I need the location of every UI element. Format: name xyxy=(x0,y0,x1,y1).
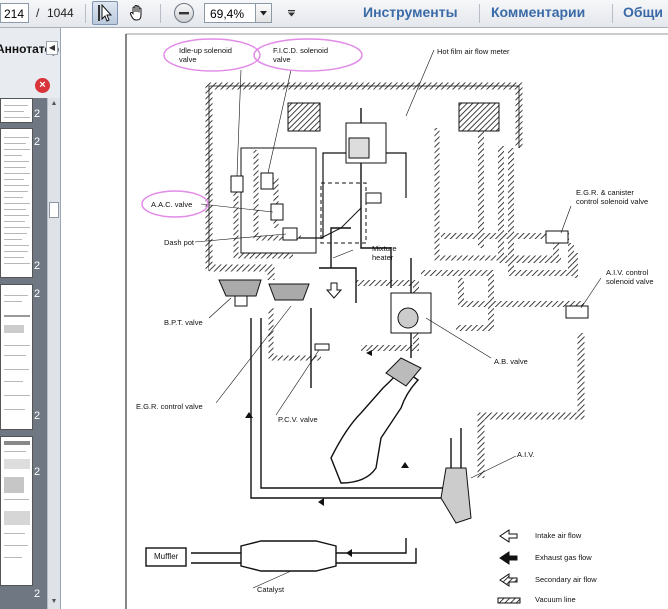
share-menu[interactable]: Общи xyxy=(623,4,663,20)
egr-canister-solenoid xyxy=(545,230,569,244)
label-ficd-solenoid: F.I.C.D. solenoid valve xyxy=(273,46,329,64)
page-number-label: 2 xyxy=(34,288,41,300)
sidebar-header: Аннотатор... xyxy=(0,40,60,58)
exhaust-flow-arrow xyxy=(318,498,324,506)
document-page: Idle-up solenoid valve F.I.C.D. solenoid… xyxy=(61,28,668,609)
chevron-down-icon xyxy=(260,10,267,15)
label-ab-valve: A.B. valve xyxy=(494,357,528,366)
page-number-label: 2 xyxy=(34,410,41,422)
air-duct-box xyxy=(458,102,500,132)
scroll-up-icon[interactable]: ▲ xyxy=(50,100,58,107)
hand-tool-button[interactable] xyxy=(124,1,150,25)
vacuum-hose-diagram xyxy=(125,33,668,609)
tools-menu[interactable]: Инструменты xyxy=(363,4,458,20)
label-hot-film-meter: Hot film air flow meter xyxy=(437,47,510,56)
label-aiv: A.I.V. xyxy=(517,450,535,459)
legend-vacuum-line: Vacuum line xyxy=(535,595,576,604)
hand-icon xyxy=(129,4,142,21)
page-thumbnail[interactable] xyxy=(0,98,33,123)
legend-symbols xyxy=(497,529,521,604)
page-number-label: 2 xyxy=(34,260,41,272)
page-total: 1044 xyxy=(47,6,74,20)
air-cleaner-box xyxy=(287,102,321,132)
idle-up-solenoid xyxy=(230,175,244,193)
toolbar: 214 / 1044 69,4% Инструменты Комментарии… xyxy=(0,0,668,28)
page-number-label: 2 xyxy=(34,136,41,148)
highlight-idle-up xyxy=(163,38,261,72)
toolbar-divider xyxy=(160,4,161,23)
legend-secondary-air: Secondary air flow xyxy=(535,575,597,584)
catalyst-body xyxy=(240,540,337,572)
highlight-aac xyxy=(141,190,209,218)
label-catalyst: Catalyst xyxy=(257,585,285,594)
bpt-valve xyxy=(218,279,262,297)
cursor-arrow-icon xyxy=(98,4,112,22)
zoom-out-button[interactable] xyxy=(171,1,197,25)
label-aiv-control-solenoid: A.I.V. control solenoid valve xyxy=(606,268,654,286)
egr-valve xyxy=(268,283,310,301)
label-muffler: Muffler xyxy=(154,552,179,561)
close-icon[interactable]: × xyxy=(35,78,50,93)
label-egr-control-valve: E.G.R. control valve xyxy=(136,402,203,411)
page-thumbnail[interactable] xyxy=(0,436,33,586)
scroll-down-icon[interactable]: ▼ xyxy=(50,598,58,605)
zoom-level-input[interactable]: 69,4% xyxy=(204,3,256,23)
label-dash-pot: Dash pot xyxy=(164,238,195,247)
pcv-valve xyxy=(314,343,330,351)
mixture-heater-box xyxy=(320,182,367,244)
throttle-chamber xyxy=(240,147,317,254)
page-number-input[interactable]: 214 xyxy=(0,3,29,23)
zoom-dropdown-button[interactable] xyxy=(256,3,272,23)
page-number-label: 2 xyxy=(34,588,41,600)
intake-manifold xyxy=(330,366,420,484)
vacuum-lines xyxy=(205,82,585,478)
page-thumbnails: 2 2 2 2 2 2 2 xyxy=(0,98,47,609)
toolbar-divider xyxy=(479,4,480,23)
aiv-body xyxy=(440,467,472,524)
collapse-panel-button[interactable]: ◀ xyxy=(46,41,58,55)
intake-flow-arrow xyxy=(325,282,343,299)
label-idle-up-solenoid: Idle-up solenoid valve xyxy=(179,46,232,64)
more-tools-button[interactable] xyxy=(281,1,301,25)
sidebar-scrollbar[interactable]: ▲ ▼ xyxy=(47,98,60,609)
sidebar-panel: Аннотатор... ◀ × 2 2 2 2 2 2 2 ▲ ▼ xyxy=(0,28,61,609)
page-separator: / xyxy=(36,6,40,20)
select-tool-button[interactable] xyxy=(92,1,118,25)
muffler-body xyxy=(145,547,187,567)
minus-circle-icon xyxy=(174,3,194,23)
overflow-arrow-icon xyxy=(287,9,295,16)
ficd-solenoid xyxy=(260,172,274,190)
highlight-ficd xyxy=(253,38,363,72)
page-thumbnail[interactable] xyxy=(0,284,33,430)
scrollbar-thumb[interactable] xyxy=(49,202,59,218)
sidebar-title: Аннотатор... xyxy=(0,42,60,56)
page-number-label: 2 xyxy=(34,466,41,478)
legend-intake-air: Intake air flow xyxy=(535,531,582,540)
label-egr-canister-solenoid: E.G.R. & canister control solenoid valve xyxy=(576,188,649,206)
comments-menu[interactable]: Комментарии xyxy=(491,4,586,20)
page-number-label: 2 xyxy=(34,108,41,120)
page-thumbnail[interactable] xyxy=(0,128,33,278)
label-aac-valve: A.A.C. valve xyxy=(151,200,193,209)
label-mixture-heater: Mixture heater xyxy=(372,244,397,262)
leader-lines xyxy=(194,49,602,589)
toolbar-divider xyxy=(85,4,86,23)
label-bpt-valve: B.P.T. valve xyxy=(164,318,203,327)
legend-exhaust-gas: Exhaust gas flow xyxy=(535,553,592,562)
label-pcv-valve: P.C.V. valve xyxy=(278,415,318,424)
aiv-control-solenoid xyxy=(565,305,589,319)
toolbar-divider xyxy=(612,4,613,23)
